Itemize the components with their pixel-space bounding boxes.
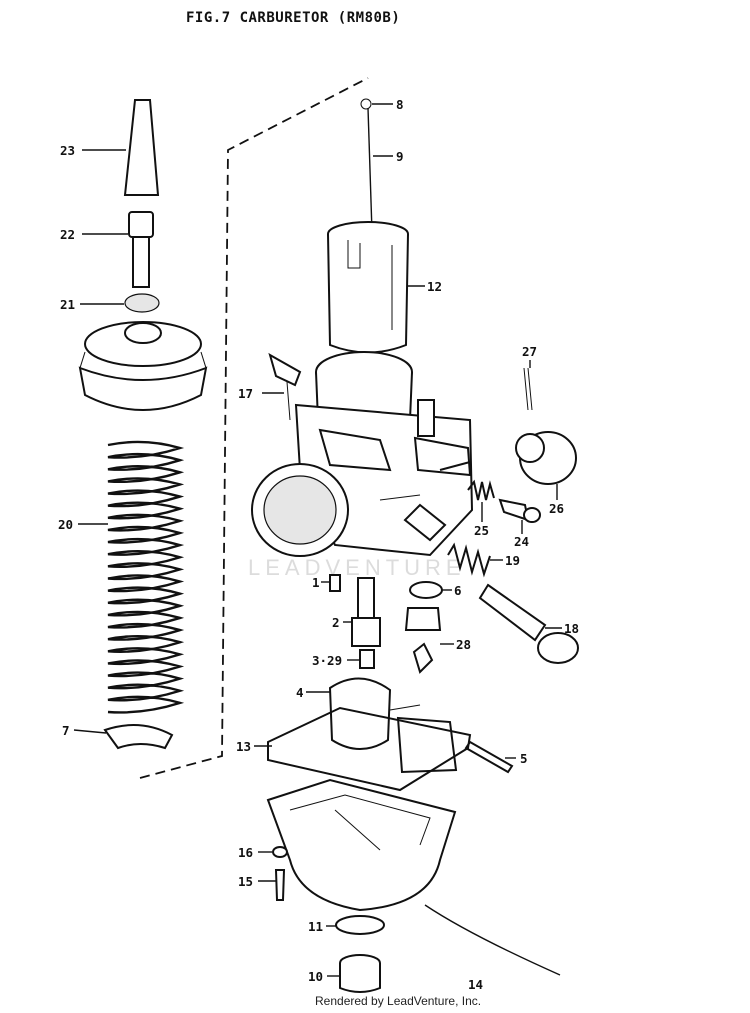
part-19-spring: [447, 542, 491, 578]
part-16-washer: [272, 846, 288, 858]
part-21-lock-nut: [124, 293, 160, 313]
part-28-needle-valve: [404, 607, 442, 674]
callout-4: 4: [296, 685, 304, 700]
part-27-cotter-pin: [523, 367, 533, 411]
carburetor-body: [251, 351, 474, 557]
assembly-dash-line: [139, 77, 369, 779]
part-9-jet-needle: [367, 107, 373, 233]
part-22-cable-adjuster: [128, 211, 154, 288]
part-11-o-ring: [335, 915, 385, 935]
part-12-throttle-valve: [327, 221, 409, 354]
callout-19: 19: [505, 553, 520, 568]
callout-15: 15: [238, 874, 253, 889]
callout-labels: 23 22 21 20 7 8 9 12 17 27 26 25 24 19 1…: [58, 97, 579, 992]
part-6-o-ring: [409, 581, 443, 599]
callout-5: 5: [520, 751, 528, 766]
callout-20: 20: [58, 517, 73, 532]
callout-8: 8: [396, 97, 404, 112]
callout-27: 27: [522, 344, 537, 359]
callout-7: 7: [62, 723, 70, 738]
callout-14: 14: [468, 977, 483, 992]
callout-11: 11: [308, 919, 323, 934]
part-26-starter-plunger-cap: [515, 431, 577, 485]
callout-16: 16: [238, 845, 253, 860]
part-17-overflow-tube: [268, 352, 302, 421]
part-3-29-main-jet: [359, 649, 375, 669]
callout-25: 25: [474, 523, 489, 538]
callout-13: 13: [236, 739, 251, 754]
part-2-needle-jet: [351, 577, 381, 647]
callout-12: 12: [427, 279, 442, 294]
callout-6: 6: [454, 583, 462, 598]
part-15-screw: [274, 869, 286, 901]
footer-credit: Rendered by LeadVenture, Inc.: [315, 994, 482, 1008]
part-7-spring-seat: [103, 724, 174, 750]
part-20-throttle-spring: [107, 440, 185, 714]
part-5-float-pin: [464, 740, 514, 774]
part-10-plug: [339, 954, 381, 993]
part-13-float-chamber-gasket: [267, 706, 472, 792]
callout-18: 18: [564, 621, 579, 636]
callout-28: 28: [456, 637, 471, 652]
callout-24: 24: [514, 534, 529, 549]
figure-title: FIG.7 CARBURETOR (RM80B): [186, 10, 401, 26]
part-8-needle-clip: [360, 98, 372, 110]
callout-22: 22: [60, 227, 75, 242]
part-25-spring: [467, 479, 495, 501]
part-23-rubber-cap: [123, 99, 160, 196]
callout-23: 23: [60, 143, 75, 158]
callout-10: 10: [308, 969, 323, 984]
float-chamber: [266, 778, 457, 912]
watermark-text: LEADVENTURE: [248, 555, 466, 580]
callout-9: 9: [396, 149, 404, 164]
part-4-float: [328, 677, 458, 774]
callout-17: 17: [238, 386, 253, 401]
callout-2: 2: [332, 615, 340, 630]
leader-lines: [73, 103, 562, 977]
part-top-cap: [78, 321, 208, 411]
callout-26: 26: [549, 501, 564, 516]
part-18-throttle-stop-screw: [478, 583, 579, 664]
part-24-screw: [498, 498, 541, 523]
part-1-clip: [329, 574, 341, 592]
part-14-drain-tube: [424, 904, 561, 976]
callout-1: 1: [312, 575, 320, 590]
callout-21: 21: [60, 297, 75, 312]
callout-3-29: 3·29: [312, 653, 342, 668]
